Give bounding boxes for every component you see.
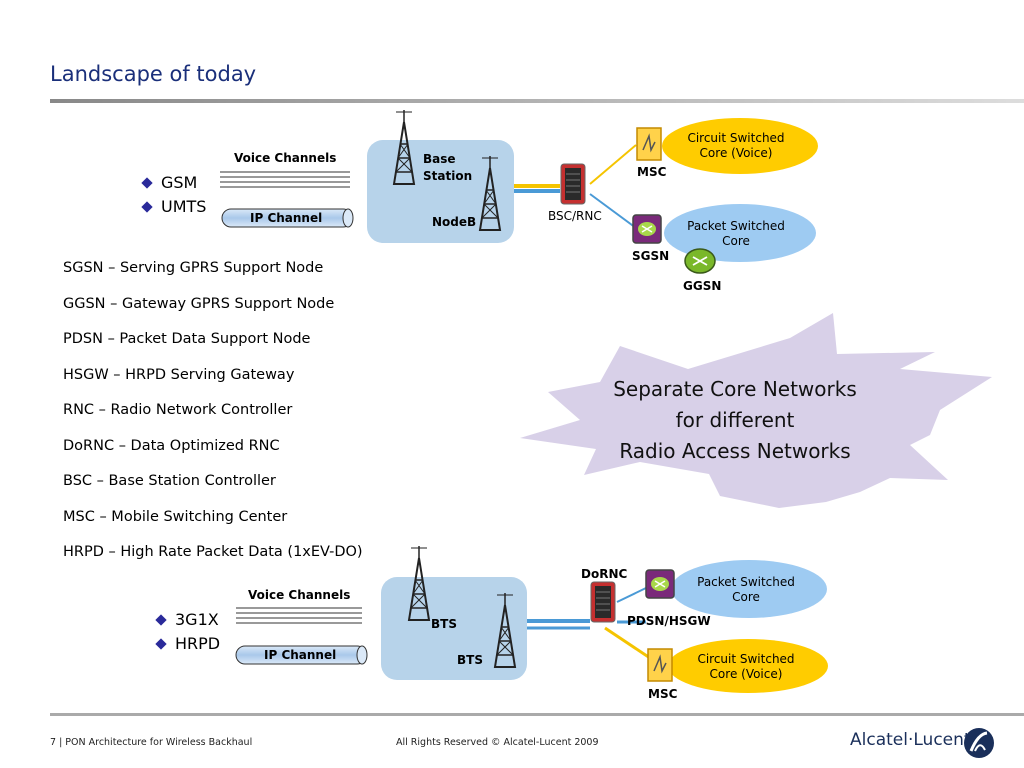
callout-starburst <box>520 313 992 508</box>
list-item: UMTS <box>141 195 206 219</box>
list-item: GGSN – Gateway GPRS Support Node <box>63 295 335 312</box>
footer-page-info: 7 | PON Architecture for Wireless Backha… <box>50 737 253 748</box>
bts-label-1: BTS <box>431 617 457 631</box>
bottom-ip-channel-pipe <box>235 645 368 665</box>
list-item: MSC – Mobile Switching Center <box>63 508 288 525</box>
bottom-dornc-rack <box>590 581 616 623</box>
bsc-rnc-label: BSC/RNC <box>548 209 602 223</box>
list-item: 3G1X <box>155 608 220 632</box>
abbreviation-list: SGSN – Serving GPRS Support Node GGSN – … <box>63 251 363 571</box>
list-item: HRPD <box>155 632 220 656</box>
bts-label-2: BTS <box>457 653 483 667</box>
list-item: HSGW – HRPD Serving Gateway <box>63 366 295 383</box>
bottom-voice-channels-label: Voice Channels <box>248 588 351 602</box>
bottom-ip-channel-label: IP Channel <box>264 648 337 662</box>
top-sgsn-router <box>632 214 662 244</box>
bottom-pdsn-router <box>645 569 675 599</box>
list-item: SGSN – Serving GPRS Support Node <box>63 260 324 276</box>
footer-divider <box>50 713 1024 716</box>
title-divider <box>50 99 1024 103</box>
pdsn-hsgw-label: PDSN/HSGW <box>627 614 711 628</box>
list-item: GSM <box>141 171 206 195</box>
top-bsc-rnc-rack <box>560 163 586 205</box>
bottom-msc-switch <box>647 648 673 682</box>
top-msc-label: MSC <box>637 165 667 179</box>
list-item: BSC – Base Station Controller <box>63 473 276 489</box>
top-ggsn-router <box>684 248 716 274</box>
top-voice-lines <box>220 171 350 188</box>
top-ip-channel-pipe <box>221 208 354 228</box>
bottom-packet-switched-cloud <box>671 560 827 618</box>
footer-copyright: All Rights Reserved © Alcatel-Lucent 200… <box>396 737 599 748</box>
slide-title: Landscape of today <box>50 62 257 86</box>
top-base-station-box <box>367 140 514 243</box>
top-link-to-msc <box>589 144 637 185</box>
sgsn-label: SGSN <box>632 249 670 263</box>
brand-wordmark: Alcatel·Lucent <box>850 730 971 750</box>
bottom-msc-label: MSC <box>648 687 678 701</box>
bottom-bts-box <box>381 577 527 680</box>
bottom-technology-list: 3G1X HRPD <box>155 608 220 656</box>
bottom-link-to-msc <box>604 626 651 660</box>
top-circuit-switched-cloud <box>662 118 818 174</box>
bottom-link-to-pdsn <box>616 587 647 603</box>
top-msc-switch <box>636 127 662 161</box>
bottom-circuit-switched-cloud <box>668 639 828 693</box>
ggsn-label: GGSN <box>683 279 722 293</box>
nodeb-label: NodeB <box>432 215 477 229</box>
list-item: DoRNC – Data Optimized RNC <box>63 437 280 454</box>
alcatel-lucent-logo-icon <box>964 728 994 758</box>
bottom-voice-lines <box>236 607 362 624</box>
top-packet-switched-cloud <box>664 204 816 262</box>
dornc-label: DoRNC <box>581 567 628 581</box>
top-ip-channel-label: IP Channel <box>250 211 323 225</box>
top-technology-list: GSM UMTS <box>141 171 206 219</box>
list-item: PDSN – Packet Data Support Node <box>63 331 311 347</box>
list-item: HRPD – High Rate Packet Data (1xEV-DO) <box>63 544 363 560</box>
top-link-to-sgsn <box>589 193 637 229</box>
top-voice-channels-label: Voice Channels <box>234 151 337 165</box>
list-item: RNC – Radio Network Controller <box>63 402 293 418</box>
